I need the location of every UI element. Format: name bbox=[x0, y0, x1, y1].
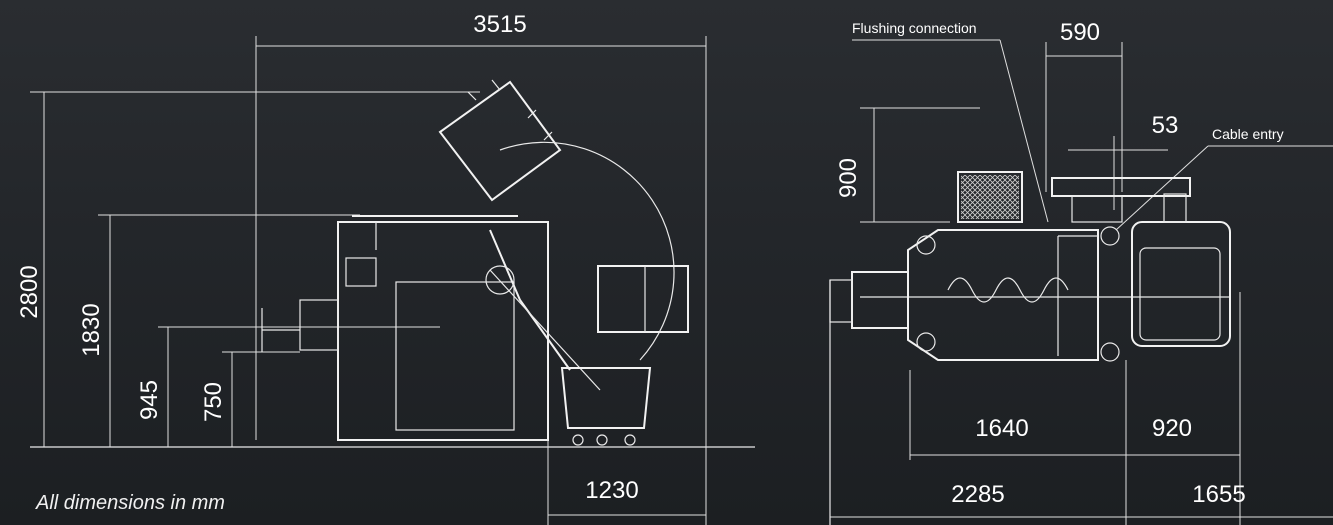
dim-945: 945 bbox=[136, 380, 163, 420]
dim-900: 900 bbox=[835, 158, 862, 198]
front-view: Flushing connection 590 53 Cable entry 9… bbox=[829, 19, 1333, 525]
dim-1230: 1230 bbox=[585, 477, 638, 504]
dim-53: 53 bbox=[1152, 112, 1179, 139]
label-cable-entry: Cable entry bbox=[1212, 126, 1284, 142]
dim-1830: 1830 bbox=[78, 303, 105, 356]
units-note: All dimensions in mm bbox=[36, 492, 225, 514]
dim-750: 750 bbox=[200, 382, 227, 422]
side-view: 3515 2800 1830 945 750 1230 bbox=[16, 11, 755, 525]
dim-2800: 2800 bbox=[16, 265, 43, 318]
label-flushing-connection: Flushing connection bbox=[852, 20, 977, 36]
dim-1655: 1655 bbox=[1192, 481, 1245, 508]
dim-3515: 3515 bbox=[473, 11, 526, 38]
dim-1640: 1640 bbox=[975, 415, 1028, 442]
dim-2285: 2285 bbox=[951, 481, 1004, 508]
dim-920: 920 bbox=[1152, 415, 1192, 442]
dim-590: 590 bbox=[1060, 19, 1100, 46]
